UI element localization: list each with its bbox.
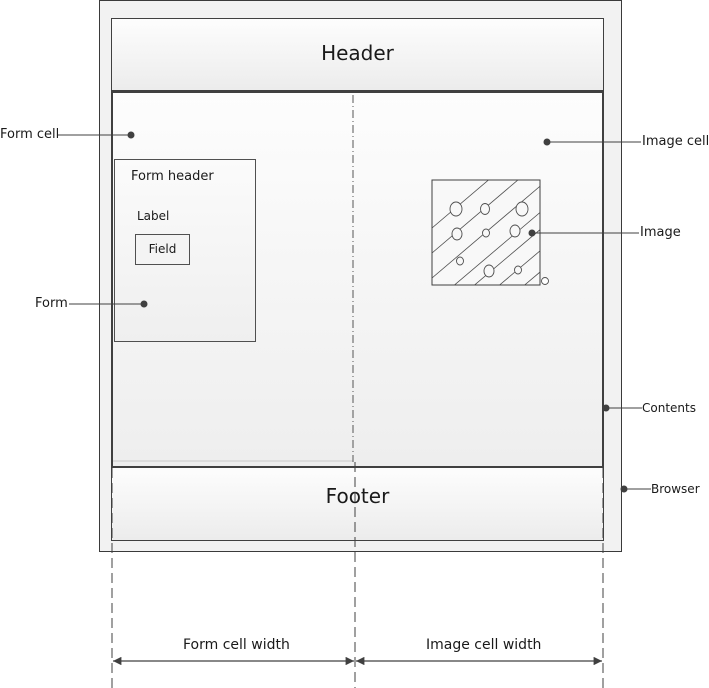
- callout-image-cell: [543, 138, 641, 146]
- label-browser: Browser: [651, 482, 700, 496]
- label-image-cell: Image cell: [642, 134, 709, 149]
- label-contents: Contents: [642, 401, 696, 415]
- label-image-cell-width: Image cell width: [426, 637, 542, 653]
- page-header: Header: [111, 18, 604, 91]
- callout-contents: [602, 404, 642, 412]
- callout-form-cell: [58, 131, 135, 139]
- label-form-cell-width: Form cell width: [183, 637, 290, 653]
- field-label: Label: [137, 209, 170, 223]
- form-header: Form header: [131, 169, 214, 184]
- field-box: Field: [135, 234, 190, 265]
- callout-form: [69, 300, 148, 308]
- header-title: Header: [321, 41, 394, 65]
- image-placeholder: [431, 179, 549, 286]
- footer-title: Footer: [325, 484, 390, 508]
- label-form: Form: [35, 296, 68, 311]
- page-footer: Footer: [111, 468, 604, 541]
- label-form-cell: Form cell: [0, 127, 60, 142]
- label-image: Image: [640, 225, 681, 240]
- callout-image: [528, 229, 639, 237]
- form-cell: [113, 93, 353, 462]
- callout-browser: [620, 485, 651, 493]
